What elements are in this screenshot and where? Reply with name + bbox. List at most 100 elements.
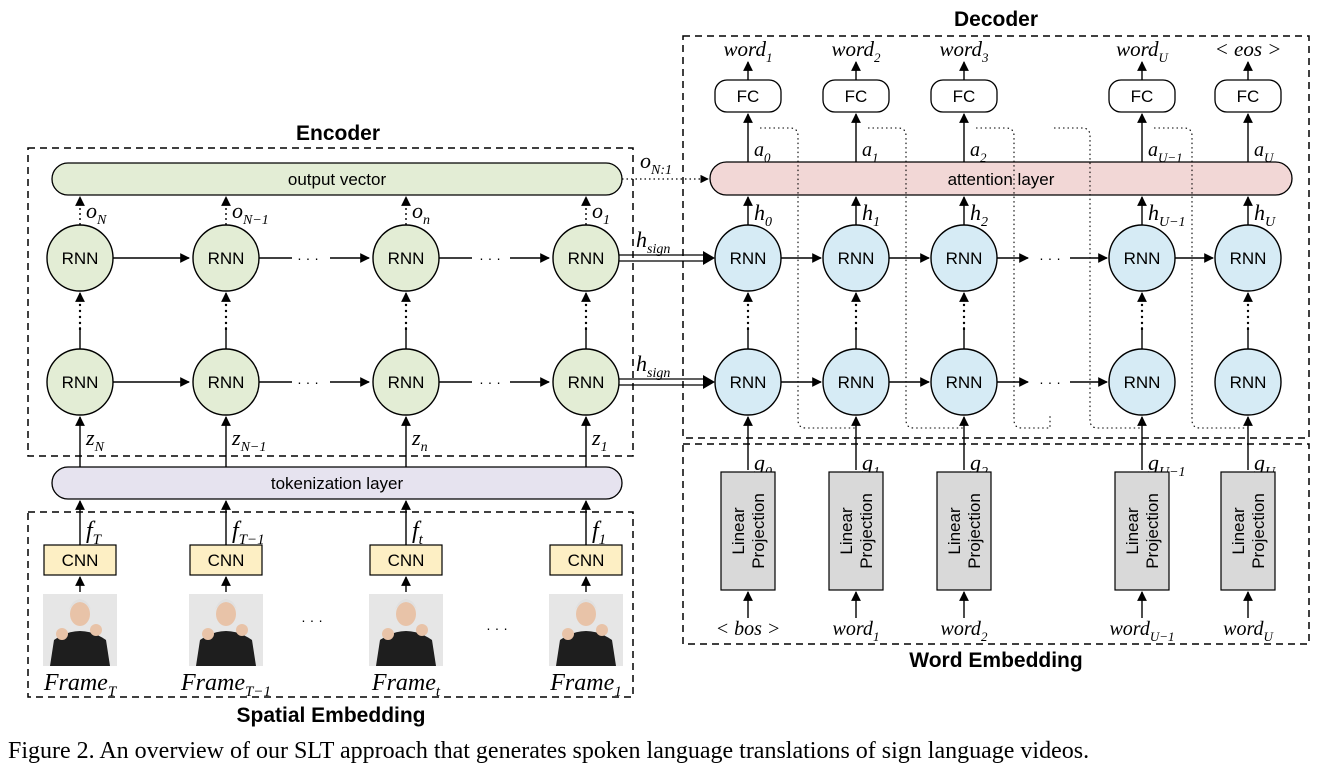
signer-body	[556, 631, 616, 666]
encoder-z-label: zn	[411, 425, 428, 455]
feedback-path	[760, 127, 856, 429]
stack-dots	[962, 321, 966, 325]
stack-dots	[854, 327, 858, 331]
stack-dots	[854, 309, 858, 313]
linear-projection-box	[1220, 471, 1276, 591]
frame-thumbnail	[549, 594, 623, 666]
decoder-rnn-bottom-label: RNN	[1124, 373, 1161, 392]
cnn-label: CNN	[388, 551, 425, 570]
stack-dots	[224, 315, 228, 319]
decoder-rnn-top-label: RNN	[1124, 249, 1161, 268]
stack-dots	[78, 303, 82, 307]
stack-dots	[962, 303, 966, 307]
frame-label: FrameT−1	[180, 670, 271, 700]
ellipsis: · · ·	[297, 374, 319, 390]
fc-label: FC	[1237, 87, 1260, 106]
ellipsis: · · ·	[297, 250, 319, 266]
feedback-path	[976, 127, 1051, 429]
linear-projection-box	[936, 471, 992, 591]
frame-thumbnail	[43, 594, 117, 666]
cnn-label: CNN	[208, 551, 245, 570]
encoder-f-label: ft	[412, 518, 424, 548]
linear-projection-label: LinearProjection	[1123, 493, 1162, 569]
decoder-output-word: word1	[724, 37, 773, 65]
stack-dots	[78, 315, 82, 319]
frame-label: Frame1	[549, 670, 621, 700]
encoder-o-label: oN−1	[232, 198, 269, 228]
decoder-rnn-top-label: RNN	[838, 249, 875, 268]
linear-projection-box	[720, 471, 776, 591]
decoder-output-word: wordU	[1116, 37, 1169, 65]
decoder-rnn-bottom-label: RNN	[838, 373, 875, 392]
attention-label: attention layer	[948, 170, 1055, 189]
stack-dots	[1246, 327, 1250, 331]
signer-hand-left	[382, 628, 394, 640]
cnn-label: CNN	[62, 551, 99, 570]
feedback-path	[868, 127, 964, 429]
linear-projection-label: LinearProjection	[1229, 493, 1268, 569]
frame-label: FrameT	[43, 670, 118, 700]
frame-thumbnail	[369, 594, 443, 666]
h-sign-label: hsign	[636, 227, 670, 257]
decoder-column: RNNRNNh0a0FCword1g0LinearProjection< bos…	[714, 37, 782, 640]
tokenization-bar	[51, 466, 623, 500]
frame-thumbnail	[189, 594, 263, 666]
signer-hand-right	[236, 624, 248, 636]
h-sign-label: hsign	[636, 351, 670, 381]
decoder-output-word: word3	[940, 37, 989, 65]
encoder-rnn-bottom-label: RNN	[208, 373, 245, 392]
h-sign-arrowhead	[703, 375, 715, 389]
signer-hair	[69, 599, 91, 610]
stack-dots	[1140, 327, 1144, 331]
decoder-input-word: word2	[941, 618, 988, 644]
signer-hand-left	[202, 628, 214, 640]
ellipsis: · · ·	[486, 620, 508, 636]
decoder-rnn-bottom-label: RNN	[946, 373, 983, 392]
signer-body	[376, 631, 436, 666]
decoder-title: Decoder	[954, 8, 1038, 31]
encoder-rnn-bottom-label: RNN	[388, 373, 425, 392]
stack-dots	[224, 321, 228, 325]
decoder-input-word: word1	[833, 618, 880, 644]
stack-dots	[854, 315, 858, 319]
encoder-z-label: zN	[85, 425, 105, 455]
stack-dots	[584, 315, 588, 319]
section-boxes	[27, 35, 1310, 698]
stack-dots	[746, 315, 750, 319]
ellipsis: · · ·	[479, 374, 501, 390]
word-embedding-title: Word Embedding	[909, 649, 1082, 672]
encoder-decoder-links: oN:1 hsign hsign	[619, 148, 715, 389]
stack-dots	[584, 327, 588, 331]
decoder-h-label: h0	[754, 200, 772, 230]
encoder-o-label: on	[412, 198, 430, 228]
encoder-f-label: f1	[592, 518, 606, 548]
stack-dots	[1246, 303, 1250, 307]
o-all-label: oN:1	[640, 148, 672, 178]
stack-dots	[1140, 321, 1144, 325]
stack-dots	[404, 315, 408, 319]
stack-dots	[224, 327, 228, 331]
signer-hand-right	[90, 624, 102, 636]
encoder-rnn-top-label: RNN	[568, 249, 605, 268]
decoder-rnn-bottom-label: RNN	[730, 373, 767, 392]
fc-label: FC	[1131, 87, 1154, 106]
stack-dots	[584, 309, 588, 313]
encoder-f-label: fT	[86, 518, 103, 548]
stack-dots	[78, 327, 82, 331]
decoder-h-label: hU−1	[1148, 200, 1186, 230]
decoder-column: RNNRNNhU−1aU−1FCwordUgU−1LinearProjectio…	[1108, 37, 1186, 644]
stack-dots	[224, 309, 228, 313]
cnn-box	[369, 544, 443, 576]
decoder-output-word: < eos >	[1215, 37, 1282, 61]
ellipsis: · · ·	[1039, 250, 1061, 266]
decoder-rnn-top-label: RNN	[730, 249, 767, 268]
stack-dots	[404, 327, 408, 331]
stack-dots	[746, 309, 750, 313]
linear-projection-box	[1114, 471, 1170, 591]
signer-hair	[575, 599, 597, 610]
encoder-o-label: oN	[86, 198, 107, 228]
